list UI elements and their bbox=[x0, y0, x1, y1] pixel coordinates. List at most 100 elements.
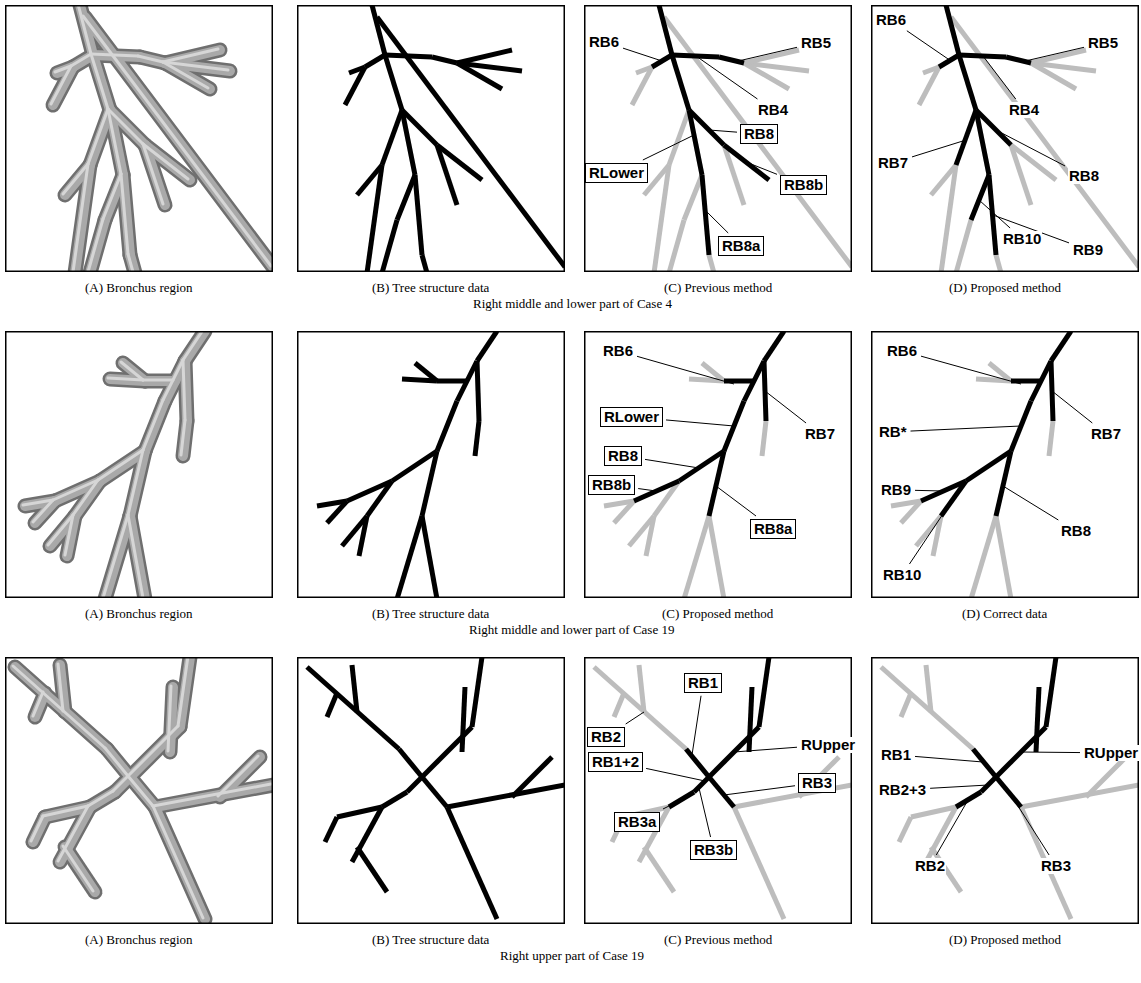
tree-branch bbox=[397, 516, 422, 599]
tree-branch bbox=[956, 792, 981, 807]
boxed-label: RB8 bbox=[604, 446, 642, 466]
branch-name: RB6 bbox=[875, 12, 907, 28]
bronchus-shadow bbox=[185, 331, 205, 361]
tree-branch bbox=[422, 516, 437, 599]
tree-branch-grey bbox=[971, 516, 996, 599]
panel-caption: (A) Bronchus region bbox=[85, 281, 193, 295]
bronchus-highlight bbox=[55, 66, 71, 72]
tree-branch bbox=[702, 175, 709, 255]
boxed-label: RLower bbox=[585, 163, 648, 183]
bronchus-highlight bbox=[153, 806, 203, 918]
branch-name: RB1 bbox=[880, 747, 912, 763]
bronchus-body bbox=[130, 516, 145, 599]
branch-name: RB3a bbox=[618, 813, 656, 830]
bronchus-highlight bbox=[143, 144, 163, 204]
bronchus-body bbox=[93, 55, 110, 110]
tree-branch bbox=[956, 110, 976, 165]
leader-line bbox=[907, 31, 951, 61]
panel-caption: (A) Bronchus region bbox=[85, 607, 193, 621]
tree-branch-grey bbox=[709, 255, 714, 273]
leader-line bbox=[915, 490, 943, 492]
panel-figure bbox=[307, 657, 565, 919]
bronchus-body bbox=[53, 67, 73, 105]
tree-branch-grey bbox=[926, 665, 931, 712]
bronchus-highlight bbox=[105, 748, 128, 776]
branch-name: RB5 bbox=[1087, 35, 1119, 51]
tree-branch-grey bbox=[636, 67, 652, 73]
bronchus-shadow bbox=[93, 55, 110, 110]
bronchus-body bbox=[90, 220, 105, 273]
tree-branch bbox=[764, 331, 784, 361]
bronchus-body bbox=[130, 727, 180, 777]
leader-line bbox=[746, 162, 777, 174]
tree-branch-grey bbox=[684, 516, 709, 599]
tree-branch bbox=[382, 792, 407, 807]
bronchus-highlight bbox=[51, 66, 71, 104]
leader-line bbox=[638, 489, 656, 491]
bronchus-body bbox=[130, 451, 145, 516]
tree-branch bbox=[749, 687, 752, 752]
tree-branch-grey bbox=[951, 17, 1139, 267]
panel-frame bbox=[872, 658, 1139, 924]
panel-caption: (D) Proposed method bbox=[949, 933, 1061, 947]
bronchus-shadow bbox=[130, 516, 145, 599]
leader-line bbox=[983, 56, 1016, 99]
tree-branch bbox=[477, 361, 479, 421]
tree-branch bbox=[382, 110, 402, 165]
panel-ground bbox=[5, 331, 273, 598]
leader-line bbox=[1011, 795, 1049, 855]
bronchus-highlight bbox=[113, 776, 128, 791]
panel-figure bbox=[317, 331, 497, 599]
boxed-label: RB3 bbox=[798, 773, 836, 793]
tree-branch bbox=[996, 451, 1011, 516]
tree-branch-grey bbox=[744, 50, 799, 63]
tree-branch-grey bbox=[664, 17, 852, 267]
bronchus-highlight bbox=[163, 62, 208, 88]
tree-branch bbox=[996, 777, 1021, 807]
branch-name: RB10 bbox=[882, 567, 922, 583]
panel-frame bbox=[872, 6, 1139, 272]
bronchus-body bbox=[105, 516, 130, 599]
branch-name: RUpper bbox=[1083, 745, 1139, 761]
bronchus-highlight bbox=[178, 656, 188, 726]
bronchus-highlight bbox=[78, 4, 91, 54]
tree-branch bbox=[457, 50, 512, 63]
panel-frame bbox=[298, 658, 565, 924]
bronchus-highlight bbox=[108, 109, 121, 174]
tree-branch bbox=[672, 55, 719, 57]
panel-caption: (B) Tree structure data bbox=[372, 933, 489, 947]
bronchus-highlight bbox=[63, 846, 93, 891]
leader-line bbox=[663, 800, 681, 809]
tree-branch-grey bbox=[996, 255, 1001, 273]
panel-ground bbox=[5, 5, 273, 272]
leader-line bbox=[692, 696, 701, 755]
bronchus-highlight bbox=[128, 776, 153, 806]
tree-branch-grey bbox=[919, 67, 939, 105]
tree-branch bbox=[976, 110, 989, 175]
leader-line bbox=[623, 48, 662, 61]
bronchus-shadow bbox=[90, 220, 105, 273]
bronchus-body bbox=[35, 501, 55, 523]
bronchus-highlight bbox=[73, 480, 98, 515]
leader-line bbox=[765, 391, 806, 423]
leader-line bbox=[909, 499, 953, 564]
tree-branch bbox=[759, 657, 769, 727]
bronchus-body bbox=[110, 110, 123, 175]
tree-branch bbox=[959, 55, 1006, 57]
tree-branch-grey bbox=[734, 807, 784, 919]
tree-branch-grey bbox=[646, 516, 654, 556]
leader-line bbox=[1021, 752, 1080, 754]
tree-branch bbox=[971, 175, 989, 220]
bronchus-highlight bbox=[88, 109, 108, 164]
tree-branch bbox=[939, 55, 959, 67]
panel-caption: (B) Tree structure data bbox=[372, 607, 489, 621]
branch-name: RB8 bbox=[608, 447, 638, 464]
tree-branch bbox=[349, 67, 365, 73]
tree-branch bbox=[432, 57, 457, 63]
tree-branch bbox=[959, 55, 976, 110]
bronchus-body bbox=[145, 401, 165, 451]
panel-caption: (A) Bronchus region bbox=[85, 933, 193, 947]
panel-frame bbox=[585, 332, 852, 598]
leader-line bbox=[645, 459, 699, 468]
